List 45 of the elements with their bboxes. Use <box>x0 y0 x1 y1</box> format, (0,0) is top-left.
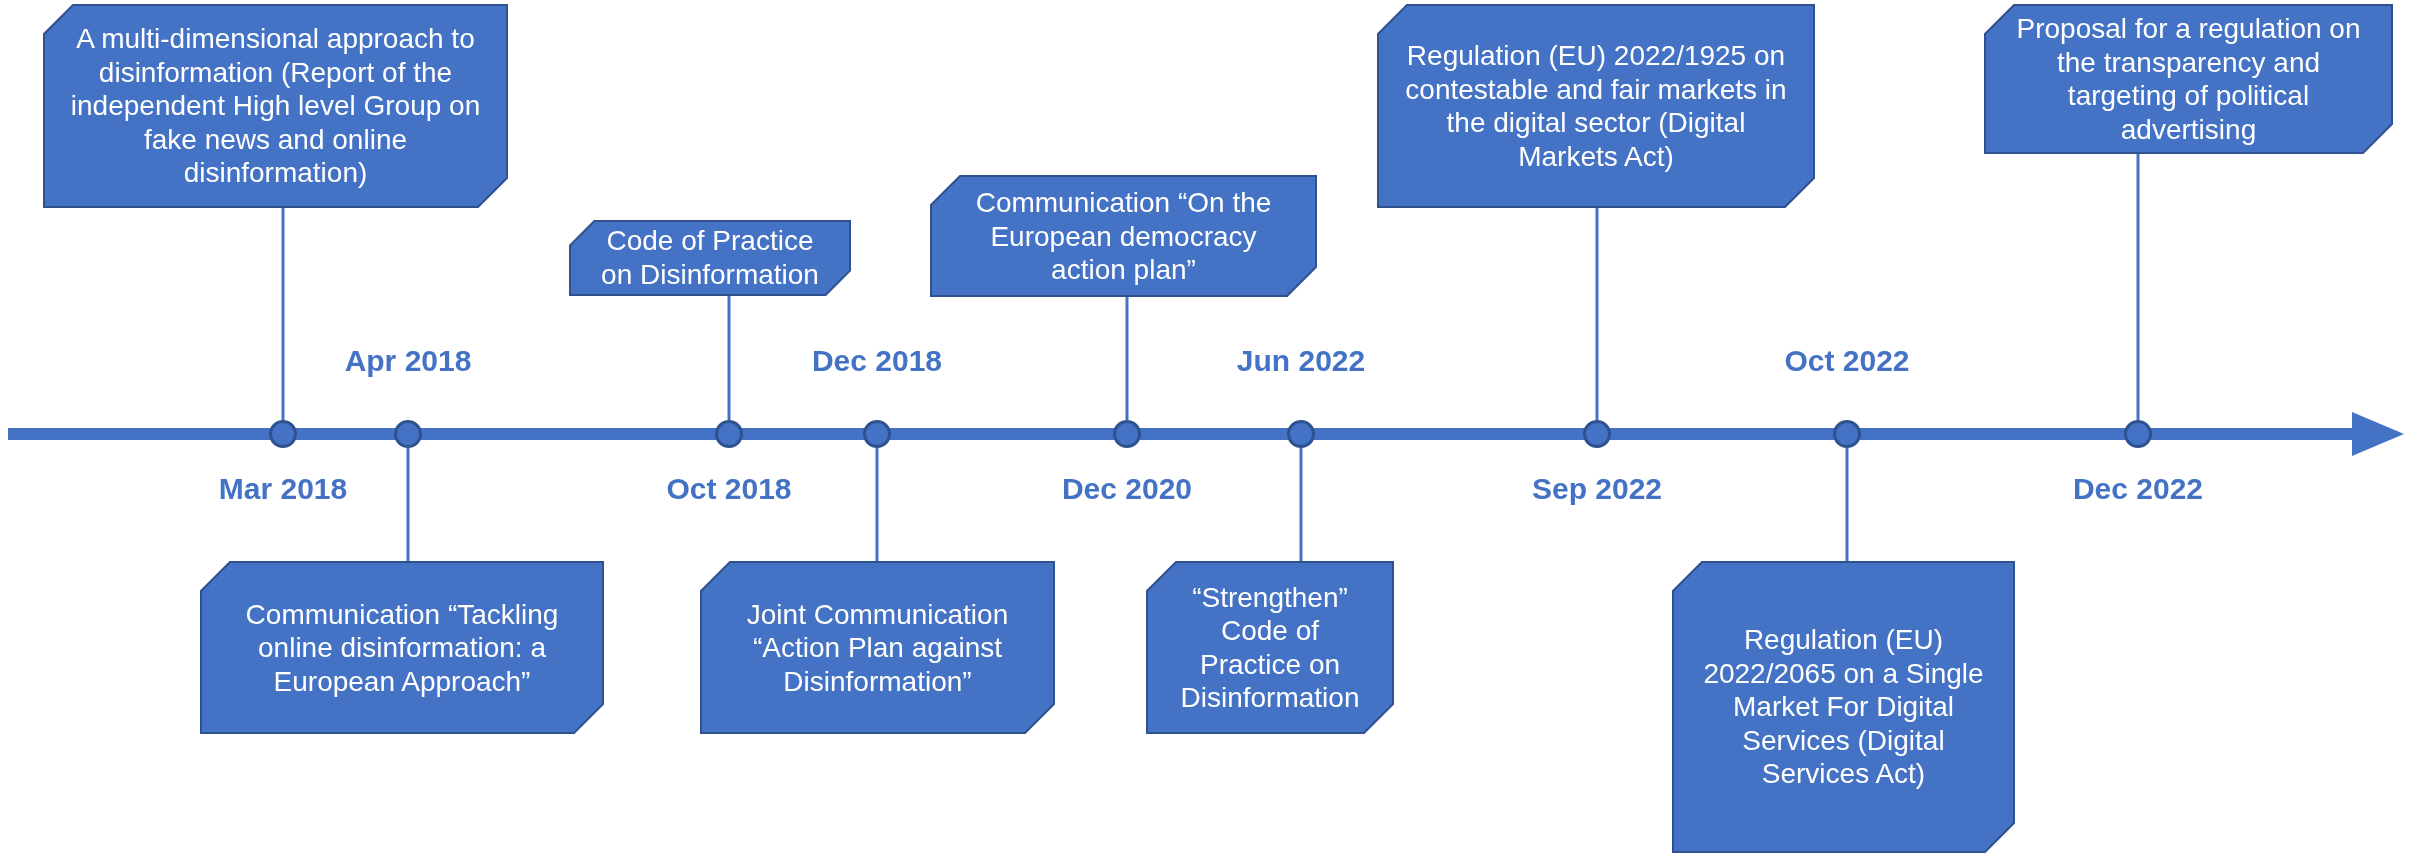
timeline-dot <box>1583 420 1611 448</box>
timeline-dot <box>1113 420 1141 448</box>
date-label: Mar 2018 <box>218 472 348 506</box>
connector-line <box>2136 154 2140 420</box>
connector-line <box>406 448 410 561</box>
event-text: Communication “On the European democracy action plan” <box>974 185 1273 287</box>
event-text: Regulation (EU) 2022/1925 on contestable and fair markets in the digital sector (Digital Markets Act) <box>1404 38 1788 174</box>
event-box <box>930 175 1317 297</box>
event-box <box>1984 4 2393 154</box>
event-text: “Strengthen” Code of Practice on Disinformation <box>1179 580 1361 715</box>
timeline-dot <box>394 420 422 448</box>
date-label: Jun 2022 <box>1236 344 1366 378</box>
timeline-dot <box>1287 420 1315 448</box>
event-text: Proposal for a regulation on the transparency and targeting of political advertising <box>2015 11 2362 147</box>
date-label: Dec 2018 <box>811 344 943 378</box>
event-box <box>43 4 508 208</box>
event-text: Regulation (EU) 2022/2065 on a Single Market For Digital Services (Digital Services Act) <box>1702 623 1985 791</box>
connector-line <box>727 296 731 420</box>
event-box <box>1377 4 1815 208</box>
connector-line <box>281 208 285 420</box>
date-label: Sep 2022 <box>1531 472 1663 506</box>
event-text: Joint Communication “Action Plan against Disinformation” <box>745 597 1010 698</box>
date-label: Dec 2022 <box>2072 472 2204 506</box>
event-text: Communication “Tackling online disinformation: a European Approach” <box>244 597 560 698</box>
event-text: A multi-dimensional approach to disinformation (Report of the independent High level Group on fake news and online disinformation) <box>69 22 482 190</box>
connector-line <box>1845 448 1849 561</box>
event-text: Code of Practice on Disinformation <box>600 224 820 292</box>
date-label: Oct 2022 <box>1784 344 1910 378</box>
date-label: Apr 2018 <box>344 344 472 378</box>
date-label: Oct 2018 <box>666 472 792 506</box>
connector-line <box>875 448 879 561</box>
timeline-dot <box>1833 420 1861 448</box>
event-box <box>700 561 1055 734</box>
timeline-dot <box>715 420 743 448</box>
timeline-dot <box>269 420 297 448</box>
date-label: Dec 2020 <box>1061 472 1193 506</box>
connector-line <box>1299 448 1303 561</box>
event-box <box>569 220 851 296</box>
event-box <box>200 561 604 734</box>
event-box <box>1146 561 1394 734</box>
connector-line <box>1125 297 1129 420</box>
timeline-dot <box>863 420 891 448</box>
timeline-dot <box>2124 420 2152 448</box>
event-box <box>1672 561 2015 853</box>
connector-line <box>1595 208 1599 420</box>
